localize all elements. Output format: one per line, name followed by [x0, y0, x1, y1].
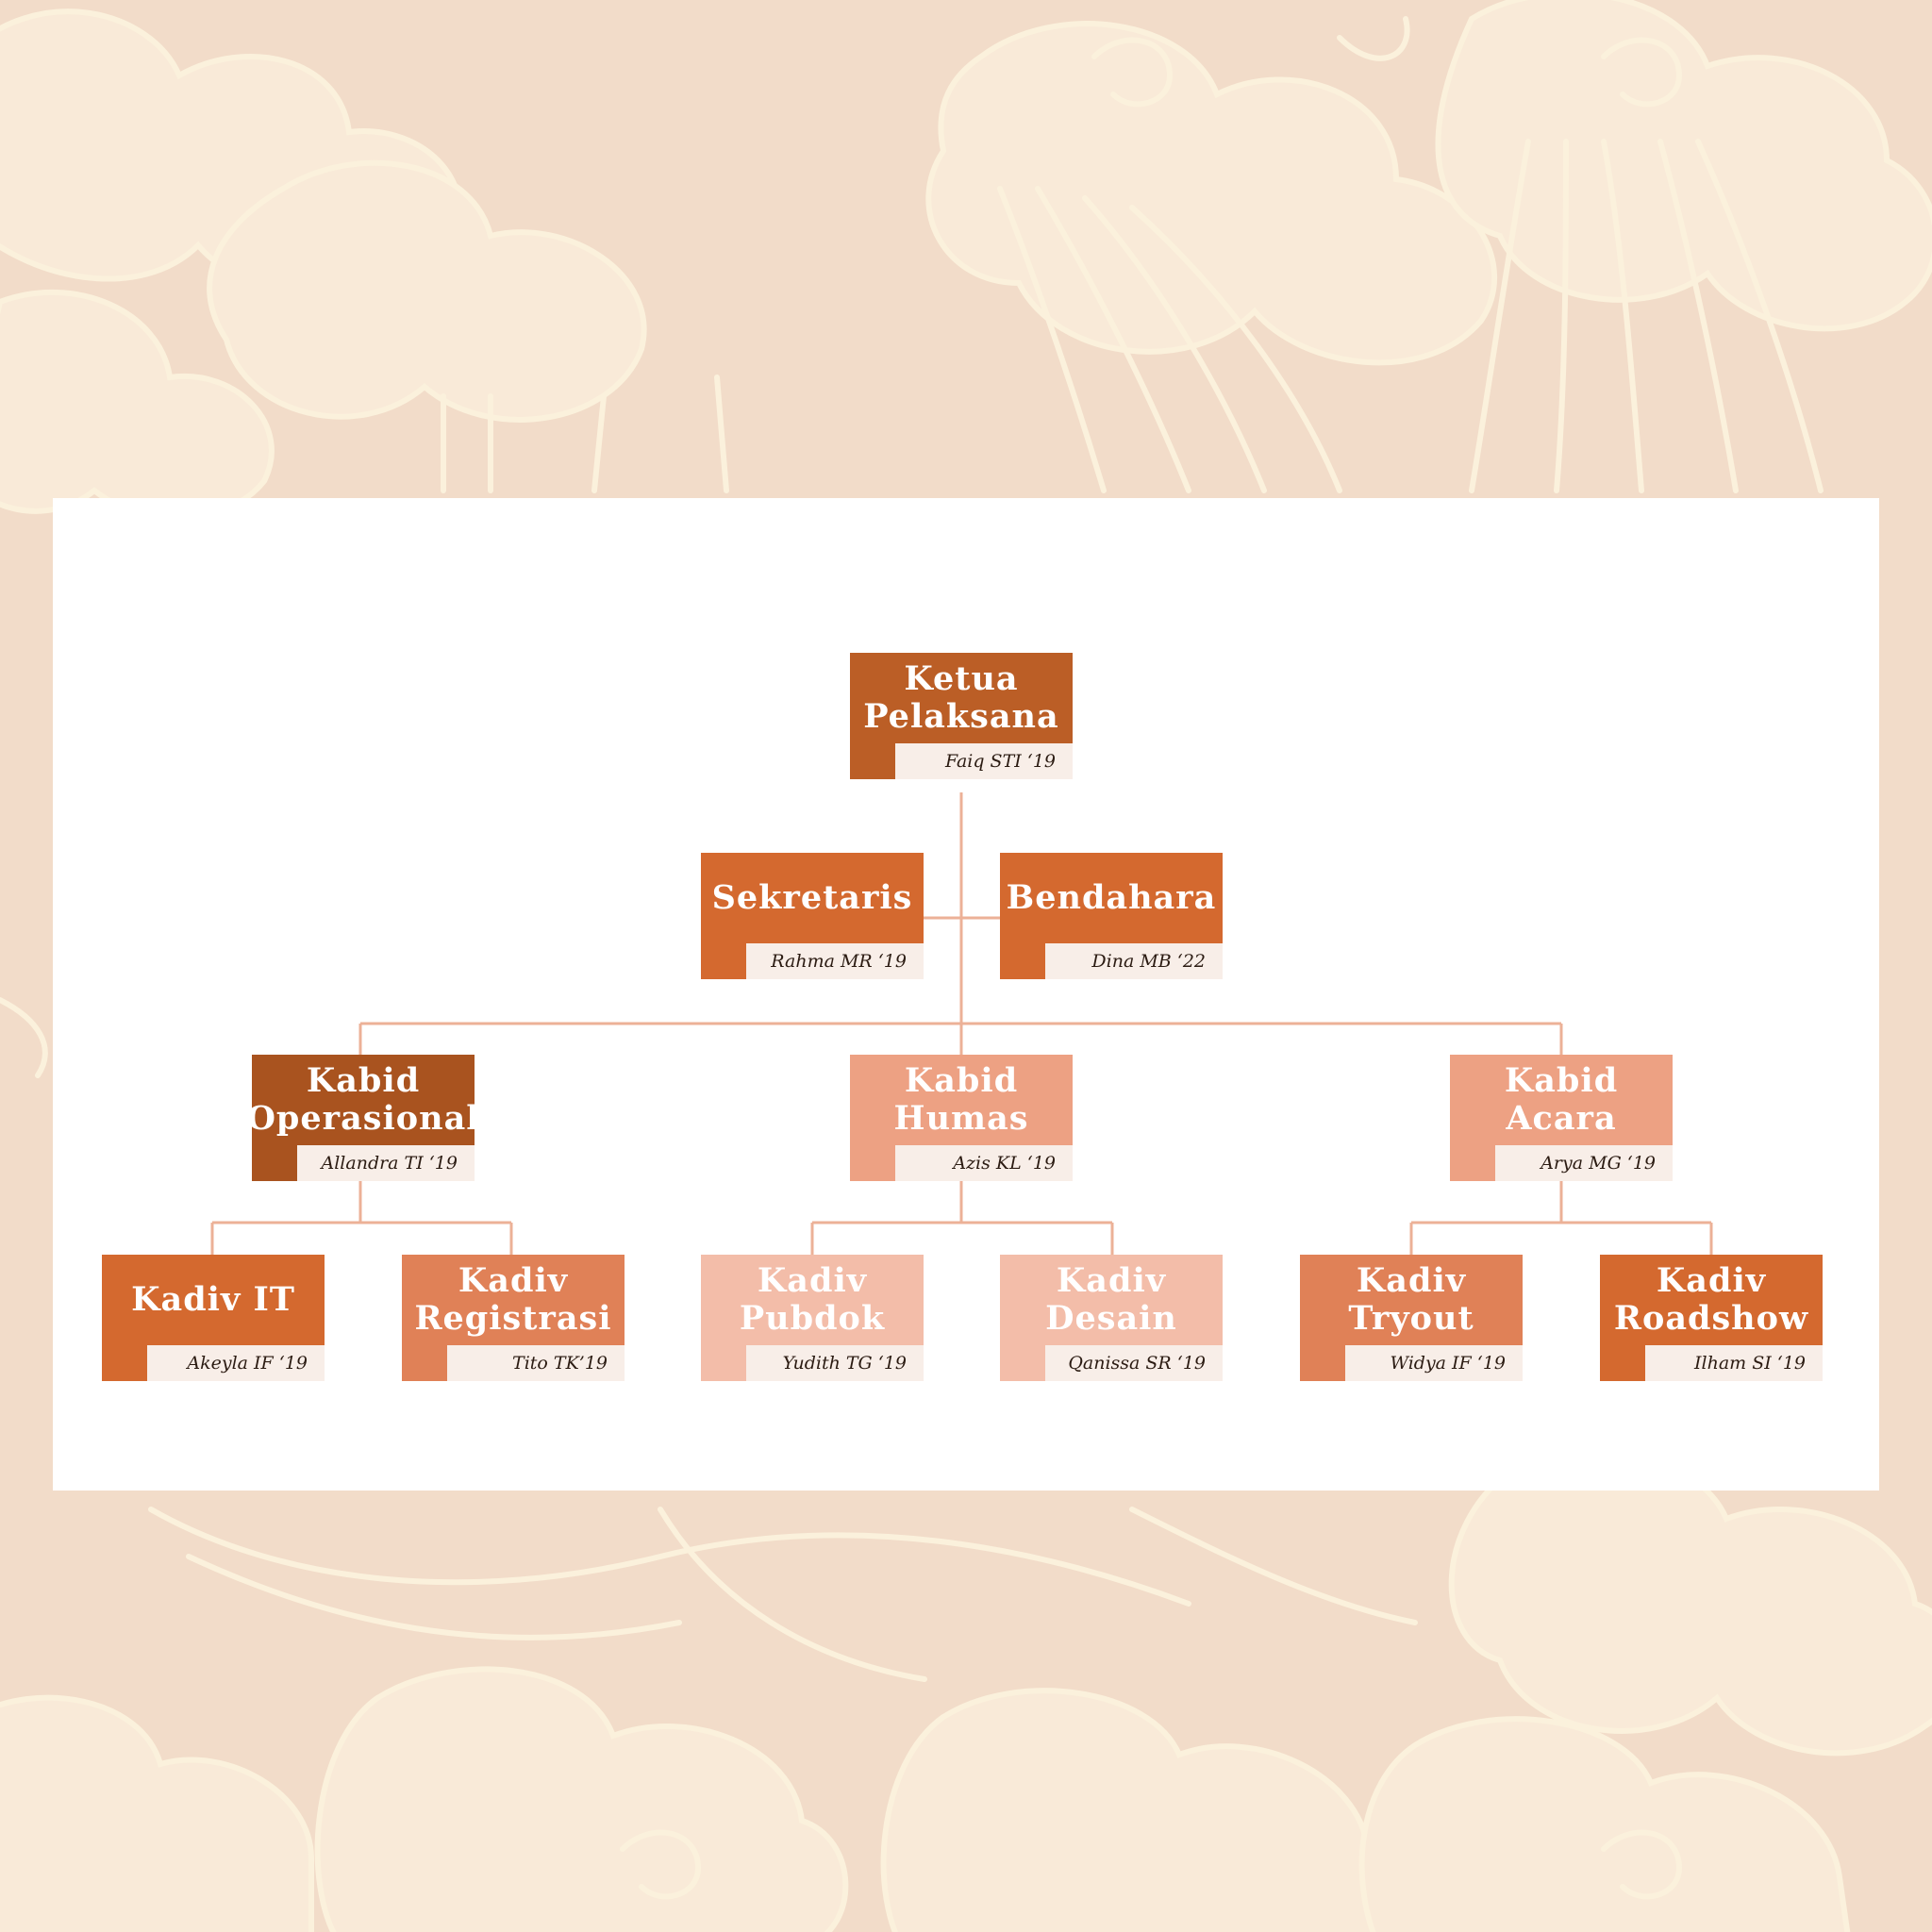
node-title: Kadiv Pubdok — [701, 1255, 924, 1345]
node-title: Kabid Acara — [1450, 1055, 1673, 1145]
node-kabid-acara: Kabid Acara Arya MG ‘19 — [1450, 1055, 1673, 1181]
node-kadiv-it: Kadiv IT Akeyla IF ‘19 — [102, 1255, 325, 1381]
node-kabid-humas: Kabid Humas Azis KL ‘19 — [850, 1055, 1073, 1181]
node-title: Kabid Humas — [850, 1055, 1073, 1145]
node-kadiv-registrasi: Kadiv Registrasi Tito TK’19 — [402, 1255, 625, 1381]
node-name: Tito TK’19 — [512, 1353, 608, 1374]
node-kadiv-roadshow: Kadiv Roadshow Ilham SI ‘19 — [1600, 1255, 1823, 1381]
node-title: Kadiv Roadshow — [1600, 1255, 1823, 1345]
node-name: Qanissa SR ‘19 — [1068, 1353, 1206, 1374]
node-ketua-pelaksana: Ketua Pelaksana Faiq STI ‘19 — [850, 653, 1073, 779]
node-name: Ilham SI ‘19 — [1694, 1353, 1806, 1374]
node-name: Akeyla IF ‘19 — [187, 1353, 308, 1374]
node-name: Rahma MR ‘19 — [771, 951, 907, 972]
node-title: Bendahara — [1000, 853, 1223, 943]
name-box — [1045, 1345, 1223, 1381]
name-box — [447, 1345, 625, 1381]
name-box — [895, 743, 1073, 779]
name-box — [1645, 1345, 1823, 1381]
node-name: Dina MB ‘22 — [1091, 951, 1206, 972]
node-name: Allandra TI ‘19 — [321, 1153, 458, 1174]
node-name: Azis KL ‘19 — [953, 1153, 1056, 1174]
node-title: Kadiv Tryout — [1300, 1255, 1523, 1345]
node-title: Kabid Operasional — [246, 1055, 479, 1145]
name-box — [746, 943, 924, 979]
node-name: Widya IF ‘19 — [1390, 1353, 1506, 1374]
node-title: Kadiv IT — [102, 1255, 325, 1345]
node-title: Ketua Pelaksana — [850, 653, 1073, 743]
node-title: Kadiv Registrasi — [402, 1255, 625, 1345]
name-box — [746, 1345, 924, 1381]
node-sekretaris: Sekretaris Rahma MR ‘19 — [701, 853, 924, 979]
node-bendahara: Bendahara Dina MB ‘22 — [1000, 853, 1223, 979]
name-box — [147, 1345, 325, 1381]
node-name: Arya MG ‘19 — [1541, 1153, 1656, 1174]
node-name: Faiq STI ‘19 — [945, 751, 1056, 772]
name-box — [297, 1145, 475, 1181]
name-box — [895, 1145, 1073, 1181]
node-name: Yudith TG ‘19 — [782, 1353, 907, 1374]
name-box — [1345, 1345, 1523, 1381]
node-kadiv-pubdok: Kadiv Pubdok Yudith TG ‘19 — [701, 1255, 924, 1381]
node-kadiv-desain: Kadiv Desain Qanissa SR ‘19 — [1000, 1255, 1223, 1381]
node-kabid-operasional: Kabid Operasional Allandra TI ‘19 — [246, 1055, 479, 1181]
name-box — [1495, 1145, 1673, 1181]
node-title: Sekretaris — [701, 853, 924, 943]
name-box — [1045, 943, 1223, 979]
node-kadiv-tryout: Kadiv Tryout Widya IF ‘19 — [1300, 1255, 1523, 1381]
node-title: Kadiv Desain — [1000, 1255, 1223, 1345]
